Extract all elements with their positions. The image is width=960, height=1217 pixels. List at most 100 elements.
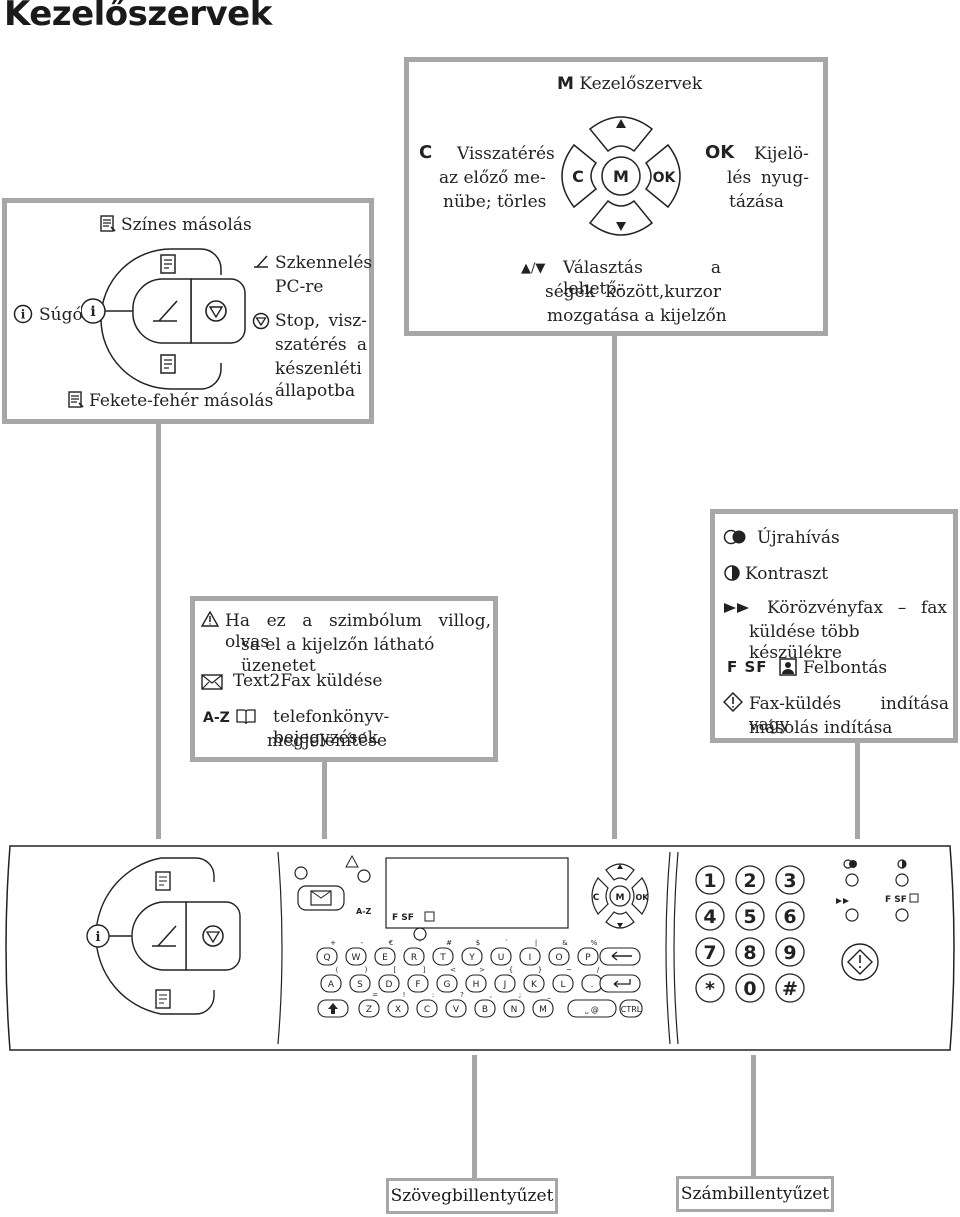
nav-label-2: ségek között,kurzor [545, 282, 721, 302]
shift-key[interactable] [317, 999, 349, 1018]
key-Z[interactable]: Z= [358, 991, 380, 1018]
key-U[interactable]: U` [490, 939, 512, 966]
numpad-key-0[interactable]: 0 [735, 973, 765, 1003]
numpad-key-6[interactable]: 6 [775, 901, 805, 931]
ok-symbol: OK [705, 142, 735, 163]
back-label-3: nübe; törles [443, 192, 547, 212]
key-Y[interactable]: Y$ [461, 939, 483, 966]
key-W[interactable]: W- [345, 939, 367, 966]
stop-label-1: Stop, visz- [275, 311, 367, 331]
key-X[interactable]: X! [387, 991, 409, 1018]
space-key[interactable]: ⎵ @ [567, 999, 617, 1018]
key-B[interactable]: B, [474, 991, 496, 1018]
panel-res-label: F SF [392, 913, 414, 923]
redial-label: Újrahívás [757, 528, 840, 548]
key-P[interactable]: P% [577, 939, 599, 966]
start-label-1: Fax-küldés indítása vagy [749, 694, 949, 735]
contrast-icon [724, 565, 740, 581]
key-I[interactable]: I| [519, 939, 541, 966]
key-symbol-label: ] [423, 966, 426, 974]
key-L[interactable]: L~ [552, 966, 574, 993]
key-symbol-label: _ [546, 991, 551, 999]
key-A[interactable]: A( [320, 966, 342, 993]
start-label-2: másolás indítása [749, 718, 893, 738]
key-R[interactable]: R' [403, 939, 425, 966]
connector-left [156, 421, 161, 839]
backspace-key[interactable] [599, 947, 641, 966]
key-label: Z [366, 1005, 372, 1015]
key-S[interactable]: S) [349, 966, 371, 993]
ok-label-3: tázása [729, 192, 784, 212]
numpad-key-2[interactable]: 2 [735, 865, 765, 895]
numpad-key-8[interactable]: 8 [735, 937, 765, 967]
key-G[interactable]: G< [436, 966, 458, 993]
key-label: E [382, 953, 388, 963]
mid-callout-box: Ha ez a szimbólum villog, olvas sa el a … [190, 596, 498, 762]
numpad-key-hash[interactable]: # [775, 973, 805, 1003]
numpad-key-1[interactable]: 1 [695, 865, 725, 895]
numpad-key-7[interactable]: 7 [695, 937, 725, 967]
key-F[interactable]: F] [407, 966, 429, 993]
stop-label-2: szatérés a [275, 335, 367, 355]
numpad-key-label: * [705, 978, 715, 1000]
key-T[interactable]: T# [432, 939, 454, 966]
key-symbol-label: ` [505, 939, 509, 947]
key-H[interactable]: H> [465, 966, 487, 993]
key-label: W [352, 953, 361, 963]
color-copy-icon [100, 215, 116, 232]
pad-m-label: M [613, 167, 629, 186]
phonebook-label-2: megjelenítése [267, 731, 387, 751]
key-J[interactable]: J{ [494, 966, 516, 993]
key-label: U [498, 953, 505, 963]
text-keyboard-label: Szövegbillentyűzet [386, 1178, 558, 1214]
key-symbol-label: = [372, 991, 378, 999]
key-M[interactable]: M_ [532, 991, 554, 1018]
numpad-key-star[interactable]: * [695, 973, 725, 1003]
key-E[interactable]: E€ [374, 939, 396, 966]
key-label: S [357, 980, 363, 990]
key-K[interactable]: K} [523, 966, 545, 993]
pad-c-label: C [572, 167, 584, 186]
nav-label-1: Választás a lehető- [563, 258, 721, 299]
stop-icon [252, 312, 270, 330]
panel-az-label: A-Z [356, 907, 372, 916]
key-N[interactable]: N; [503, 991, 525, 1018]
key-Q[interactable]: Q+ [316, 939, 338, 966]
key-symbol-label: / [597, 966, 600, 974]
help-label: Súgó [39, 305, 83, 325]
numpad-key-4[interactable]: 4 [695, 901, 725, 931]
key-symbol-label: € [389, 939, 393, 947]
scan-label-1: Szkennelés [275, 253, 373, 273]
warning-label-1: Ha ez a szimbólum villog, olvas [225, 611, 491, 652]
svg-text:i: i [96, 930, 101, 945]
connector-textkb [472, 1055, 477, 1181]
numpad-key-5[interactable]: 5 [735, 901, 765, 931]
menu-heading: M Kezelőszervek [557, 74, 702, 95]
numpad-key-9[interactable]: 9 [775, 937, 805, 967]
enter-key[interactable] [599, 974, 641, 993]
key-symbol-label: ; [519, 991, 521, 999]
key-O[interactable]: O& [548, 939, 570, 966]
svg-text:i: i [21, 308, 26, 322]
key-V[interactable]: V? [445, 991, 467, 1018]
key-D[interactable]: D[ [378, 966, 400, 993]
numpad-key-3[interactable]: 3 [775, 865, 805, 895]
key-symbol-label: & [562, 939, 568, 947]
stop-label-3: készenléti [275, 359, 362, 379]
control-panel: i A-Z F SF C M OK Q+W-E€R'T#Y$U`I|O&P%A(… [5, 845, 955, 1051]
key-symbol-label: | [535, 939, 537, 947]
key-C[interactable]: C: [416, 991, 438, 1018]
key-symbol-label: # [446, 939, 452, 947]
key-symbol-label: < [450, 966, 456, 974]
key-symbol-label: , [490, 991, 492, 999]
key-label: R [411, 953, 417, 963]
small-pad-ok: OK [636, 893, 650, 902]
key-symbol-label: + [330, 939, 336, 947]
panel-res-label-right: F SF [885, 895, 907, 905]
resolution-label: Felbontás [803, 658, 888, 678]
key-symbol-label: ) [365, 966, 368, 974]
numpad-key-label: 1 [703, 870, 716, 892]
connector-top [612, 331, 617, 839]
key-label: K [531, 980, 538, 990]
ctrl-key[interactable]: CTRL [619, 999, 643, 1018]
